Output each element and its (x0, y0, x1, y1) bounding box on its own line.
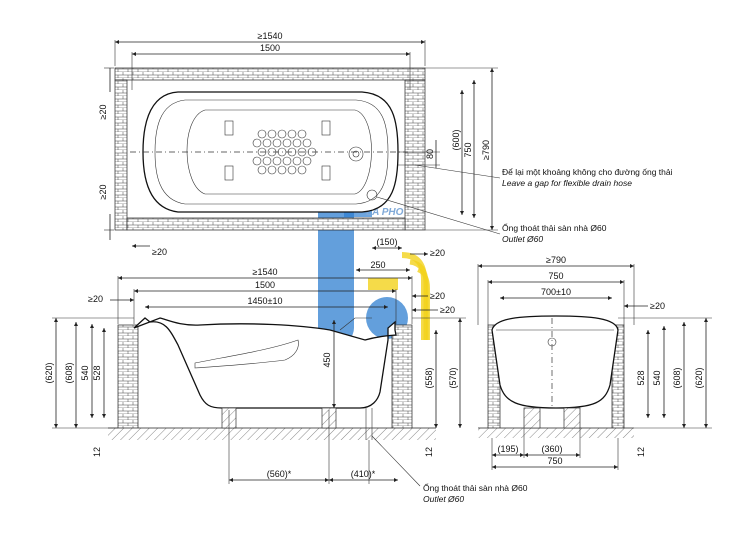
dim-750-end: 750 (548, 271, 563, 281)
dim-750: 750 (463, 142, 473, 157)
dim-length-top: 1500 (260, 43, 280, 53)
dim-558: (558) (424, 367, 434, 388)
dim-620-end: (620) (694, 367, 704, 388)
dim-608-side: (608) (64, 362, 74, 383)
dim-450: 450 (322, 352, 332, 367)
watermark-text: LA PHO (366, 207, 404, 218)
dim-overall-length-top: ≥1540 (258, 31, 283, 41)
dim-20-right-top: ≥20 (430, 248, 445, 258)
dim-80: 80 (425, 149, 435, 159)
dim-20-end: ≥20 (650, 301, 665, 311)
note-outlet-en-top: Outlet Ø60 (502, 234, 543, 244)
dim-608-end: (608) (672, 367, 682, 388)
note-drain-gap-en: Leave a gap for flexible drain hose (502, 178, 632, 188)
dim-560: (560)* (267, 469, 292, 479)
note-outlet-vi-top: Ống thoát thải sàn nhà Ø60 (502, 222, 607, 233)
dim-790-end: ≥790 (546, 255, 566, 265)
dim-600: (600) (451, 129, 461, 150)
dim-528-side: 528 (92, 365, 102, 380)
top-view: ≥1540 1500 ≥20 ≥20 ≥20 80 (600) 750 ≥790… (98, 31, 673, 272)
dim-12-side: 12 (92, 447, 102, 457)
dim-wall-left-top: ≥20 (98, 105, 108, 120)
dim-150: (150) (376, 237, 397, 247)
dim-12-end: 12 (636, 447, 646, 457)
dim-790: ≥790 (481, 140, 491, 160)
dim-left-20-side: ≥20 (88, 294, 103, 304)
dim-inner-side: 1450±10 (248, 296, 283, 306)
dim-750-bottom-end: 750 (547, 456, 562, 466)
note-outlet-en-side: Outlet Ø60 (423, 494, 464, 504)
dim-overall-length-side: ≥1540 (253, 267, 278, 277)
dim-250: 250 (370, 260, 385, 270)
dim-700-end: 700±10 (541, 287, 571, 297)
dim-length-side: 1500 (255, 280, 275, 290)
note-outlet-vi-side: Ống thoát thải sàn nhà Ø60 (423, 482, 528, 493)
dim-570: (570) (448, 367, 458, 388)
dim-wall-left-bottom: ≥20 (98, 185, 108, 200)
dim-540-end: 540 (652, 370, 662, 385)
dim-right-20a-side: ≥20 (430, 291, 445, 301)
note-drain-gap-vi: Để lại một khoảng không cho đường ống th… (502, 167, 673, 177)
dim-360-end: (360) (541, 444, 562, 454)
dim-right-20b-side: ≥20 (440, 305, 455, 315)
dim-wall-bottom: ≥20 (152, 247, 167, 257)
dim-12-right-side: 12 (424, 447, 434, 457)
dim-528-end: 528 (636, 370, 646, 385)
dim-540-side: 540 (80, 365, 90, 380)
dim-410: (410)* (351, 469, 376, 479)
dim-620-side: (620) (44, 362, 54, 383)
side-view: ≥1540 1500 1450±10 ≥20 ≥20 ≥20 (620) (60… (44, 267, 528, 504)
end-view: ≥790 750 700±10 ≥20 528 540 (608) (620) … (477, 255, 712, 470)
dim-195-end: (195) (497, 444, 518, 454)
